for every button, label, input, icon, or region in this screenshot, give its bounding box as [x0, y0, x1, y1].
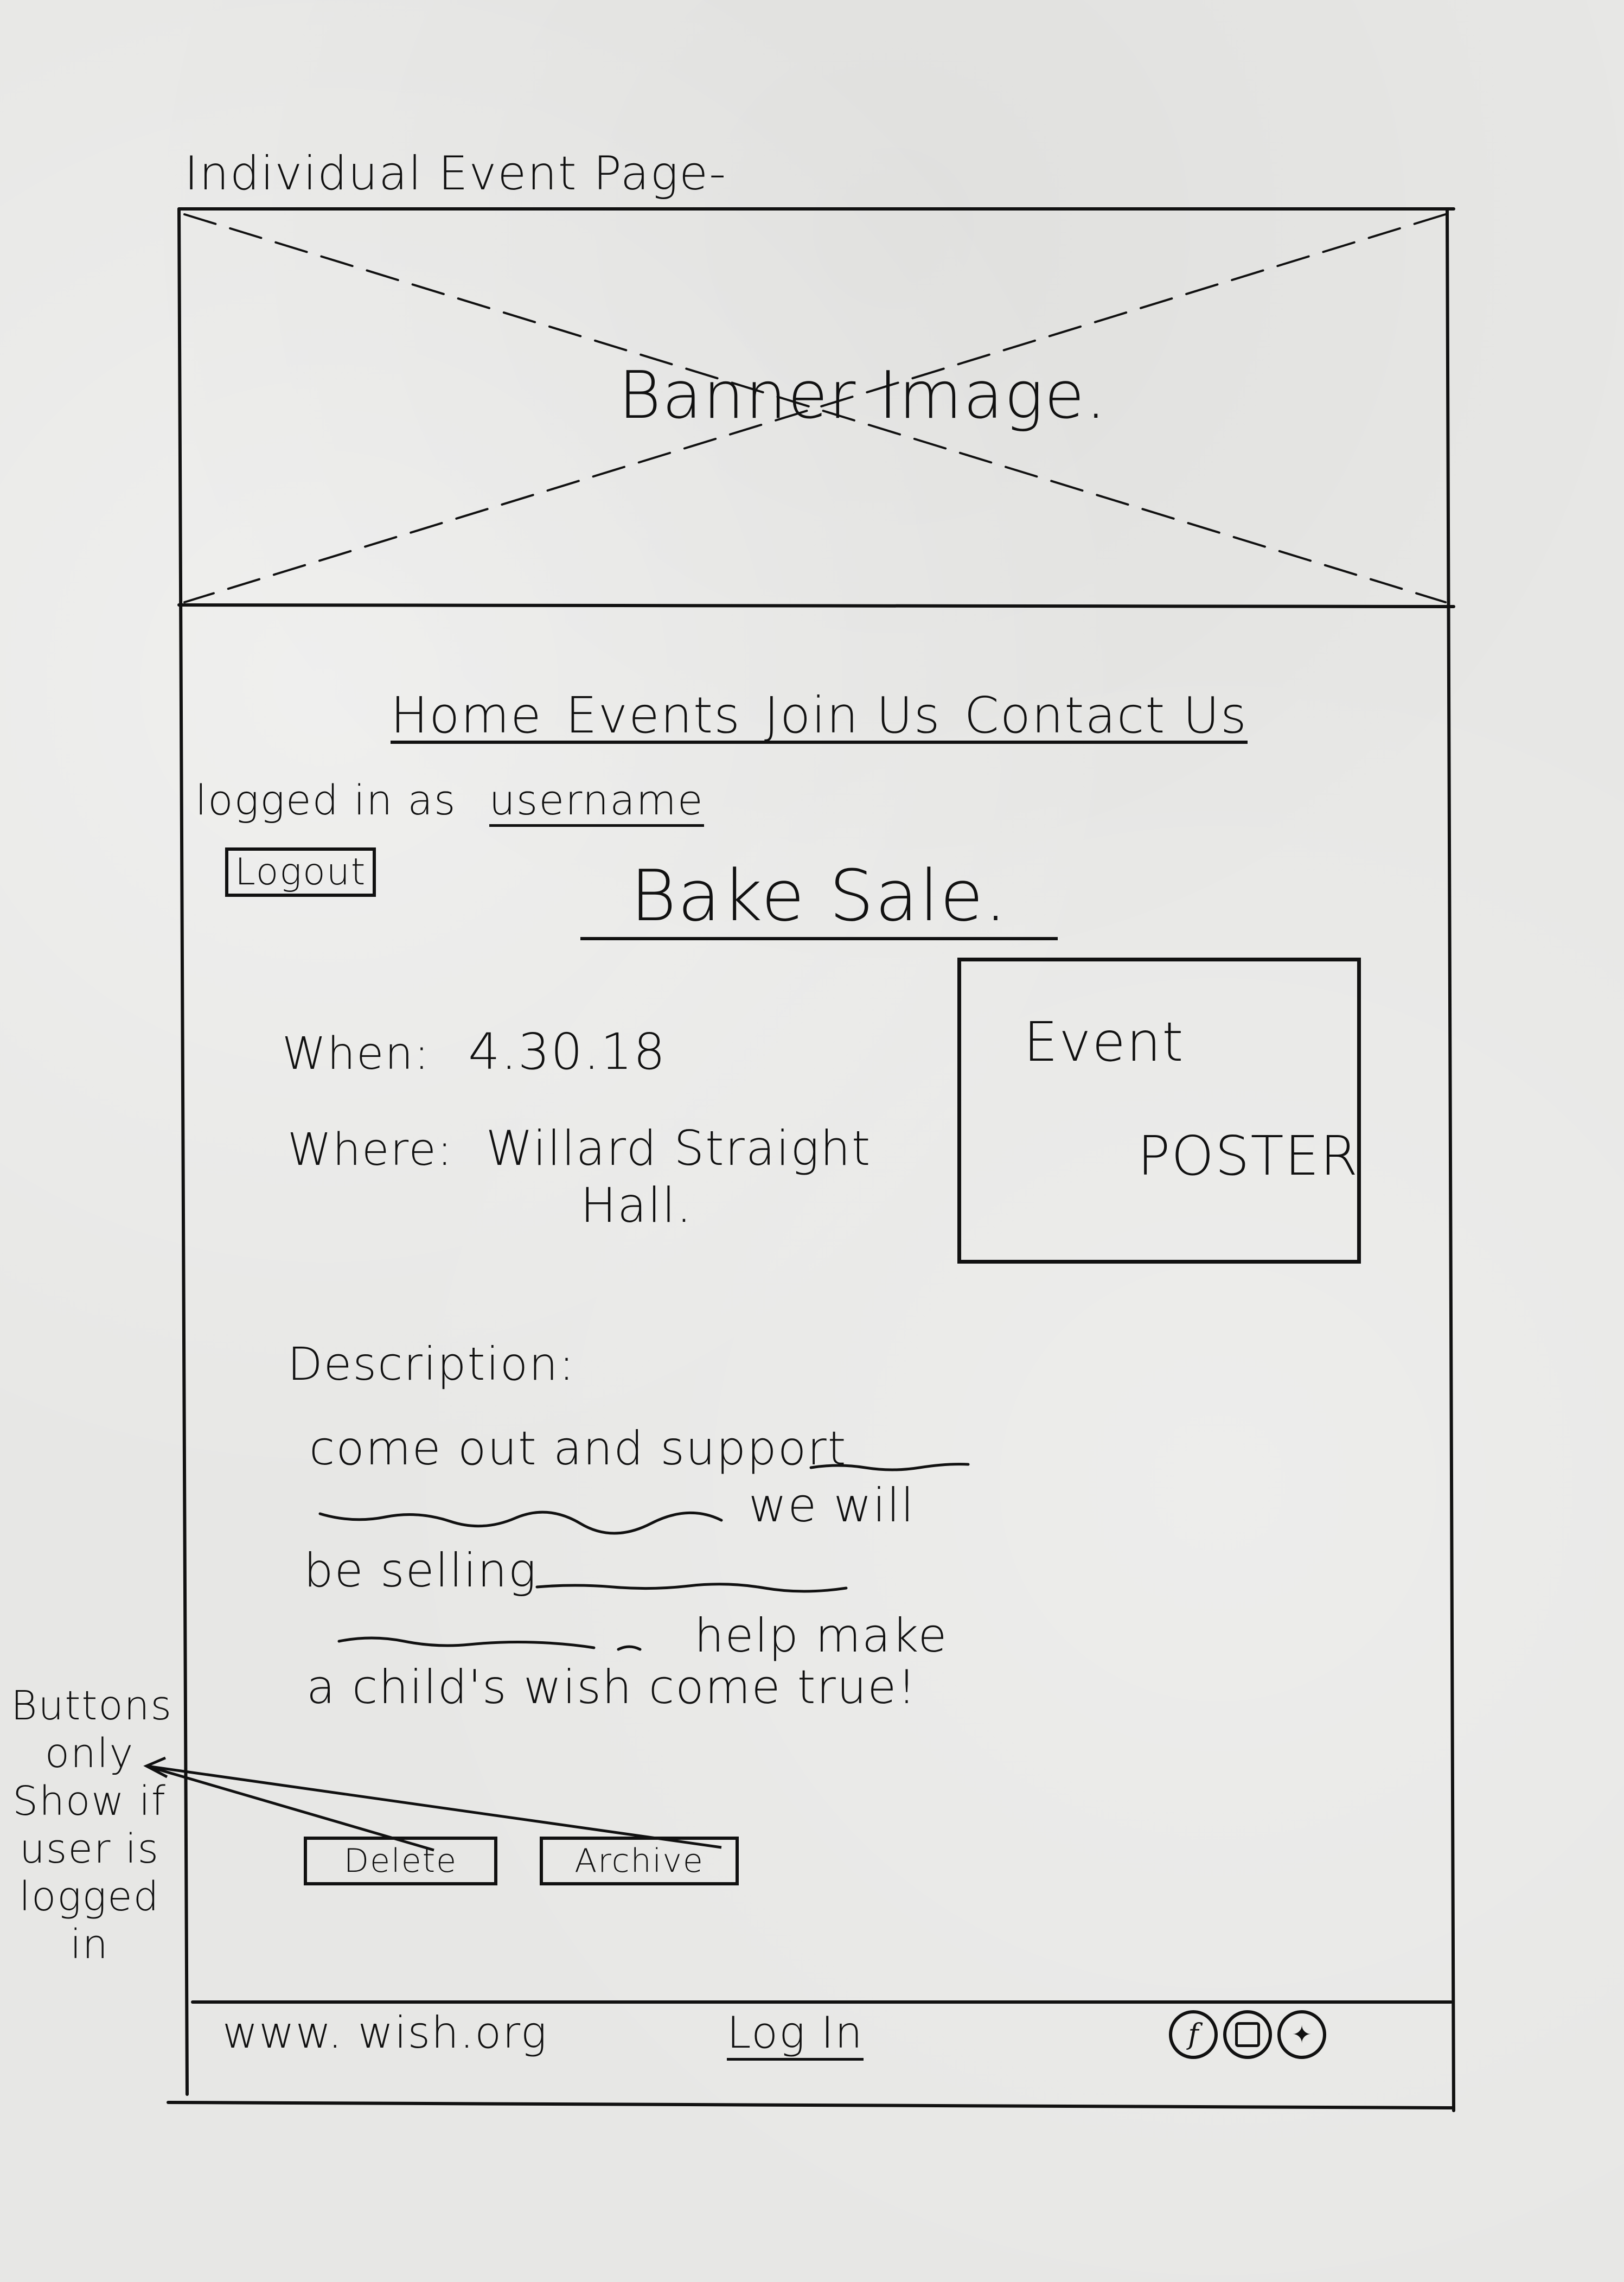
- annotation-line: only: [44, 1730, 135, 1777]
- frame-left-line: [177, 207, 189, 2096]
- frame-right-line: [1446, 207, 1455, 2112]
- username-link[interactable]: username: [489, 776, 704, 827]
- description-line-2: we will: [749, 1478, 915, 1533]
- description-line-1: come out and support: [309, 1422, 847, 1476]
- event-where: Where: Willard Straight: [287, 1120, 871, 1176]
- instagram-icon[interactable]: [1223, 2010, 1272, 2059]
- poster-line-2: POSTER: [1137, 1124, 1359, 1188]
- login-status-prefix: logged in as: [195, 776, 457, 824]
- banner-placeholder-x: [183, 213, 1447, 603]
- archive-button[interactable]: Archive: [540, 1837, 739, 1885]
- description-line-4: help make: [694, 1609, 948, 1663]
- annotation-line: Show if: [12, 1778, 167, 1825]
- main-nav: Home Events Join Us Contact Us: [391, 689, 1248, 744]
- description-line-5: a child's wish come true!: [306, 1660, 917, 1714]
- facebook-icon[interactable]: f: [1169, 2010, 1218, 2059]
- poster-line-1: Event: [1024, 1010, 1185, 1074]
- annotation-line: logged: [19, 1873, 160, 1920]
- nav-events[interactable]: Events: [565, 686, 741, 744]
- footer-bottom-line: [167, 2101, 1455, 2109]
- annotation-line: in: [70, 1921, 109, 1968]
- delete-button[interactable]: Delete: [304, 1837, 497, 1885]
- where-value-line-1: Willard Straight: [485, 1120, 872, 1176]
- page-title: Individual Event Page-: [184, 146, 727, 201]
- annotation-line: Buttons: [11, 1682, 173, 1729]
- event-poster-placeholder: Event POSTER: [957, 958, 1361, 1264]
- annotation-arrows: [143, 1756, 722, 1852]
- footer-url[interactable]: www. wish.org: [222, 2007, 548, 2058]
- banner-bottom-line: [177, 603, 1455, 608]
- nav-contact-us[interactable]: Contact Us: [964, 686, 1248, 744]
- nav-join-us[interactable]: Join Us: [764, 686, 941, 744]
- login-status: logged in as username: [195, 776, 704, 827]
- annotation-line: user is: [19, 1826, 160, 1872]
- where-value-line-2: Hall.: [580, 1177, 693, 1233]
- description-label: Description:: [287, 1337, 576, 1391]
- nav-home[interactable]: Home: [391, 686, 542, 744]
- banner-image-placeholder: Banner Image.: [618, 358, 1108, 434]
- logout-button[interactable]: Logout: [225, 847, 376, 897]
- twitter-icon[interactable]: ✦: [1277, 2010, 1326, 2059]
- when-value: 4.30.18: [468, 1023, 667, 1081]
- annotation-note: Buttons only Show if user is logged in: [11, 1682, 173, 1968]
- when-label: When:: [282, 1028, 431, 1080]
- event-title: Bake Sale.: [580, 855, 1058, 940]
- description-line-3: be selling: [304, 1544, 538, 1598]
- where-label: Where:: [287, 1124, 453, 1176]
- event-when: When: 4.30.18: [282, 1023, 666, 1081]
- footer-login-link[interactable]: Log In: [727, 2007, 864, 2061]
- description-squiggles: [318, 1463, 970, 1651]
